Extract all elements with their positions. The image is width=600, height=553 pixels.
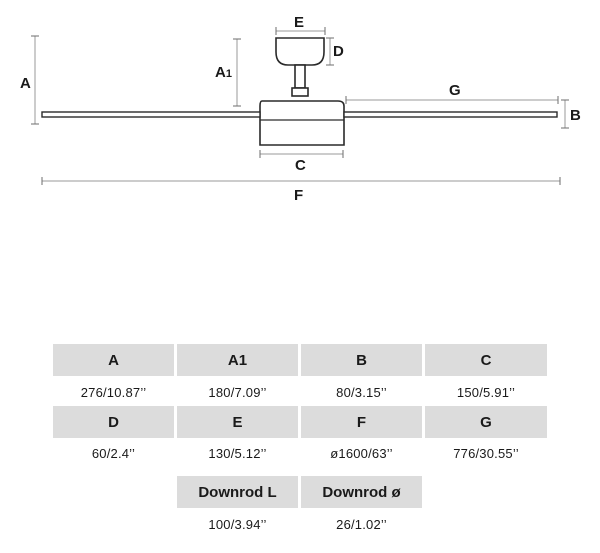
fan-drawing [41,37,558,146]
value-g: 776/30.55’’ [453,445,519,461]
header-a1: A1 [177,344,298,376]
header-g: G [425,406,547,438]
label-b: B [570,107,581,124]
dimension-a1: A1 [215,38,241,107]
dimension-b: B [561,99,581,129]
label-f: F [294,187,303,204]
label-a: A [20,75,31,92]
blade-left [41,111,261,118]
dimension-e: E [275,14,326,35]
header-b: B [301,344,422,376]
motor-housing [259,100,345,146]
dimension-c: C [259,150,344,174]
header-d: D [53,406,174,438]
value-b: 80/3.15’’ [336,384,387,400]
header-downrod-diameter: Downrod ø [301,476,422,508]
value-f: ø1600/63’’ [330,445,393,461]
value-d: 60/2.4’’ [91,445,136,461]
label-c: C [295,157,306,174]
value-a: 276/10.87’’ [80,384,147,400]
canopy [275,37,325,66]
dimension-a: A [20,35,39,125]
label-e: E [294,14,304,31]
label-a1: A1 [215,64,232,81]
value-a1: 180/7.09’’ [208,384,267,400]
header-e: E [177,406,298,438]
dimension-g: G [345,82,559,104]
dimension-f: F [41,177,561,204]
value-c: 150/5.91’’ [456,384,516,400]
value-downrod-diameter: 26/1.02’’ [336,516,387,532]
header-a: A [53,344,174,376]
blade-right [343,111,558,118]
fan-dimension-diagram: A A1 E D G [20,14,581,204]
dimension-d: D [326,37,344,66]
header-f: F [301,406,422,438]
header-c: C [425,344,547,376]
label-d: D [333,43,344,60]
label-g: G [449,82,461,99]
coupler [291,87,309,97]
value-downrod-length: 100/3.94’’ [208,516,267,532]
header-downrod-length: Downrod L [177,476,298,508]
value-e: 130/5.12’’ [208,445,267,461]
